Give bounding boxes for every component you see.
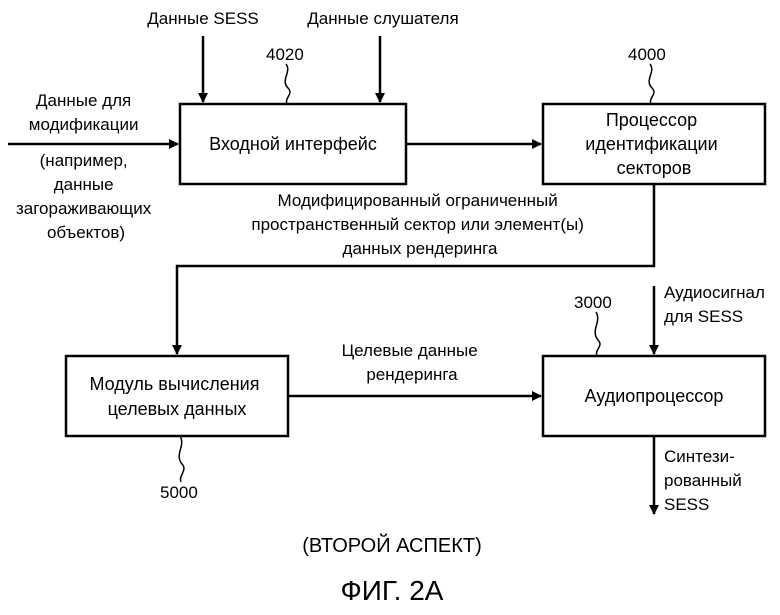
ref-4020: 4020 — [266, 45, 304, 64]
aspect-caption: (ВТОРОЙ АСПЕКТ) — [302, 533, 482, 557]
ref-4020-leader — [285, 64, 290, 104]
sess-audio-signal-label: Аудиосигнал для SESS — [664, 283, 770, 326]
ref-5000: 5000 — [160, 483, 198, 502]
ref-5000-leader — [179, 436, 184, 482]
audio-processor-label: Аудиопроцессор — [585, 386, 724, 406]
modification-data-label: Данные для модификации (например, данные… — [16, 91, 156, 242]
ref-3000: 3000 — [574, 293, 612, 312]
listener-data-label: Данные слушателя — [307, 9, 458, 28]
modified-sector-label: Модифицированный ограниченный пространст… — [251, 191, 588, 258]
input-interface-label: Входной интерфейс — [209, 134, 377, 154]
figure-label: ФИГ. 2А — [341, 575, 444, 606]
synthesized-sess-label: Синтези- рованный SESS — [664, 447, 746, 514]
ref-4000: 4000 — [628, 45, 666, 64]
ref-3000-leader — [595, 312, 600, 356]
target-calc-box — [66, 356, 288, 436]
target-render-data-label: Целевые данные рендеринга — [342, 341, 483, 384]
ref-4000-leader — [649, 64, 654, 104]
sess-data-label: Данные SESS — [147, 9, 259, 28]
